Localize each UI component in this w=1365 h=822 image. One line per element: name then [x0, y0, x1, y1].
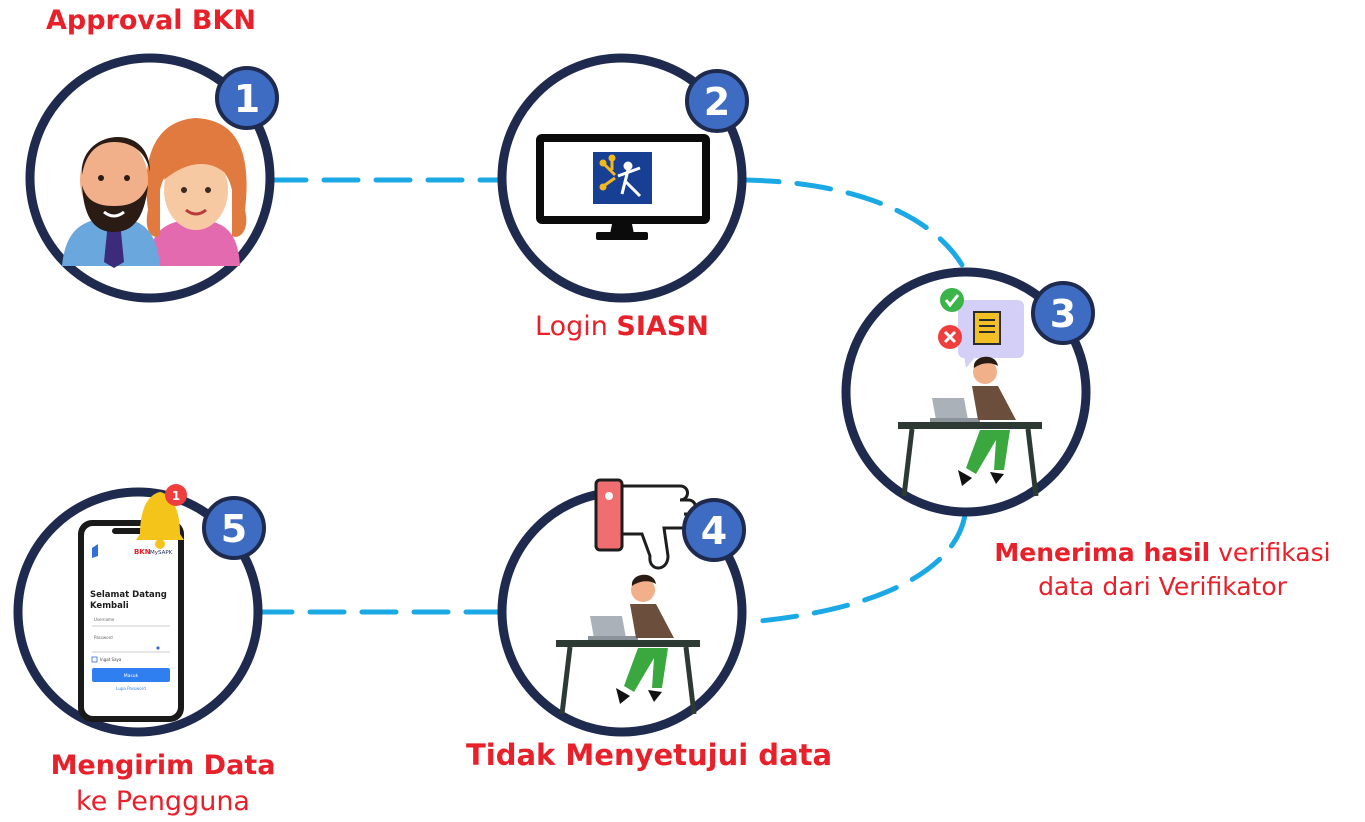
step-1-title: Approval BKN	[46, 5, 256, 36]
step-3-title-normal: verifikasi	[1210, 538, 1331, 567]
step-3-title-bold: Menerima hasil	[994, 538, 1211, 567]
step-2-number: 2	[704, 80, 730, 124]
step-3-title-line2: data dari Verifikator	[1038, 572, 1287, 601]
step-2-title-normal: Login	[535, 311, 617, 342]
step-1-number: 1	[234, 77, 260, 121]
notification-bell-icon: 1	[136, 484, 187, 549]
step-3-node	[841, 267, 1091, 517]
step-2-title-bold: SIASN	[616, 311, 709, 342]
connector-3-4	[747, 512, 968, 625]
step-1-label: Approval BKN	[46, 5, 256, 36]
step-2-badge: 2	[685, 69, 749, 133]
thumbs-down-icon	[594, 478, 697, 570]
phone-remember-label: Ingat Saya	[100, 657, 122, 662]
phone-welcome-line1: Selamat Datang	[90, 590, 167, 600]
smartphone-icon: BKN MySAPK Selamat Datang Kembali Userna…	[78, 520, 184, 722]
phone-brand: BKN	[134, 548, 151, 556]
step-1-node	[25, 53, 275, 303]
phone-login-button-label: Masuk	[124, 673, 139, 679]
step-3-ring	[841, 267, 1091, 517]
step-5-title-line2: ke Pengguna	[76, 786, 250, 817]
step-5-label: Mengirim Data ke Pengguna	[28, 748, 298, 820]
phone-username-label: Username	[94, 617, 115, 622]
step-2-node	[497, 53, 747, 303]
step-3-label: Menerima hasil verifikasi data dari Veri…	[975, 536, 1350, 604]
step-5-node: BKN MySAPK Selamat Datang Kembali Userna…	[13, 484, 263, 737]
step-2-label: Login SIASN	[535, 311, 709, 342]
check-icon	[940, 288, 964, 312]
step-5-badge: 5	[202, 496, 266, 560]
phone-login-button	[92, 668, 170, 682]
notification-badge	[165, 484, 187, 506]
people-icon	[62, 118, 247, 268]
person-at-desk-icon	[556, 574, 700, 715]
connector-2-3	[742, 177, 968, 273]
notification-count: 1	[172, 489, 180, 503]
step-4-badge: 4	[682, 498, 746, 562]
step-4-title: Tidak Menyetujui data	[466, 738, 833, 772]
monitor-icon	[536, 134, 710, 240]
step-5-title-bold: Mengirim Data	[50, 750, 276, 781]
step-3-badge: 3	[1031, 281, 1095, 345]
phone-forgot-link: Lupa Password	[116, 686, 146, 691]
step-3-number: 3	[1050, 292, 1076, 336]
step-5-number: 5	[221, 507, 247, 551]
step-1-badge: 1	[215, 66, 279, 130]
phone-password-label: Password	[94, 635, 113, 640]
phone-welcome-line2: Kembali	[90, 601, 129, 611]
step-4-label: Tidak Menyetujui data	[466, 738, 832, 772]
phone-brand-app: MySAPK	[150, 550, 173, 556]
step-4-node	[497, 478, 747, 737]
step-4-number: 4	[701, 509, 727, 553]
verifier-at-desk-icon	[898, 288, 1042, 497]
